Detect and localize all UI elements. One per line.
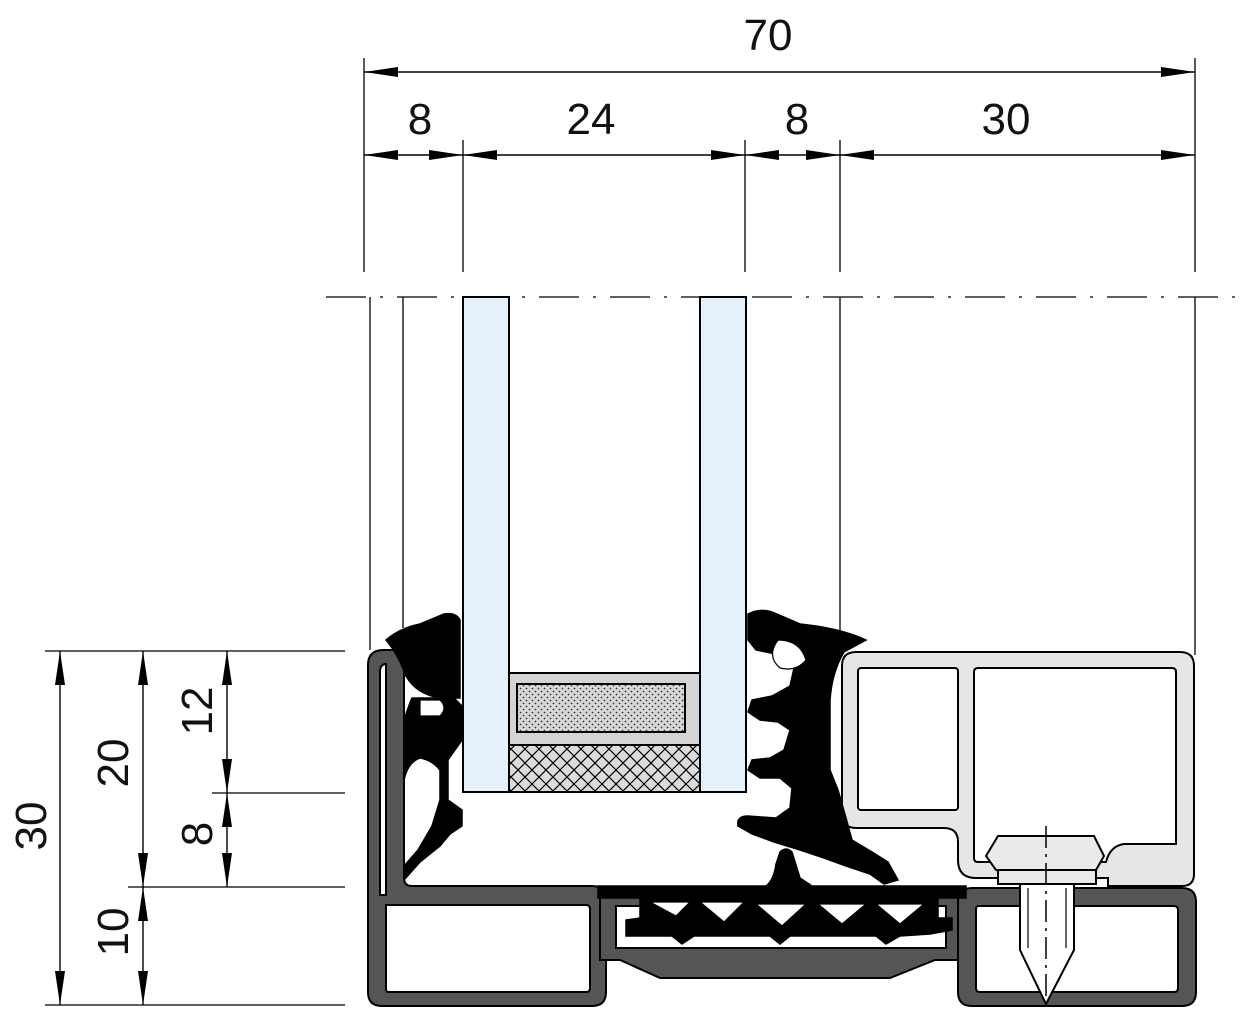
- arrowhead: [840, 150, 874, 160]
- gasket-left-lip: [403, 697, 463, 882]
- setting-block-void: [816, 903, 868, 925]
- arrowhead: [138, 853, 148, 887]
- screw-neck: [997, 869, 1097, 885]
- insulated-glass-unit: [462, 296, 747, 793]
- arrowhead: [429, 150, 463, 160]
- screw-head: [984, 835, 1106, 871]
- setting-block-void: [874, 903, 926, 925]
- arrowhead: [711, 150, 745, 160]
- setting-block-void: [649, 901, 692, 917]
- secondary-seal: [508, 744, 701, 793]
- arrowhead: [222, 793, 232, 827]
- dim-label-overall: 70: [744, 11, 793, 60]
- screw: [984, 826, 1106, 1008]
- arrowhead: [364, 150, 398, 160]
- dim-label-seg-2: 24: [567, 95, 616, 144]
- arrowhead: [222, 853, 232, 887]
- dim-label-30: 30: [7, 802, 56, 851]
- dim-label-10: 10: [89, 908, 138, 957]
- arrowhead: [222, 651, 232, 685]
- dim-label-seg-3: 8: [785, 95, 809, 144]
- arrowhead: [364, 67, 398, 77]
- arrowhead: [138, 887, 148, 921]
- bead-chamber-left: [857, 667, 959, 811]
- arrowhead: [55, 651, 65, 685]
- arrowhead: [55, 971, 65, 1005]
- screw-shank: [1019, 883, 1075, 1007]
- gasket-right-wedge: [736, 609, 900, 885]
- arrowhead: [222, 759, 232, 793]
- gasket-left-hole: [419, 699, 445, 717]
- arrowhead: [463, 150, 497, 160]
- setting-block: [597, 848, 967, 945]
- glazing-bead: [841, 651, 1195, 887]
- top-dimensions: 70 8 24 8 30: [363, 11, 1196, 272]
- dim-label-8: 8: [173, 822, 222, 846]
- frame-left-cavity: [385, 904, 591, 993]
- glass-pane-right: [699, 296, 747, 793]
- gaskets: [384, 609, 967, 945]
- setting-block-void: [754, 903, 808, 927]
- dim-label-12: 12: [173, 687, 222, 736]
- bead-chamber-right: [973, 667, 1177, 863]
- arrowhead: [1161, 67, 1195, 77]
- left-dimensions: 30 20 10 12 8: [7, 650, 345, 1006]
- gasket-left-outer: [384, 612, 461, 699]
- arrowhead: [138, 971, 148, 1005]
- arrowhead: [1161, 150, 1195, 160]
- frame-left-slot: [379, 662, 387, 896]
- dim-label-seg-4: 30: [982, 95, 1031, 144]
- glass-pane-left: [462, 296, 510, 793]
- dim-label-20: 20: [89, 739, 138, 788]
- arrowhead: [745, 150, 779, 160]
- gasket-right-hole: [771, 639, 807, 670]
- arrowhead: [806, 150, 840, 160]
- dim-label-seg-1: 8: [408, 95, 432, 144]
- spacer-desiccant: [516, 683, 686, 733]
- arrowhead: [138, 651, 148, 685]
- frame-right-cavity: [975, 905, 1179, 993]
- setting-block-void: [698, 901, 746, 923]
